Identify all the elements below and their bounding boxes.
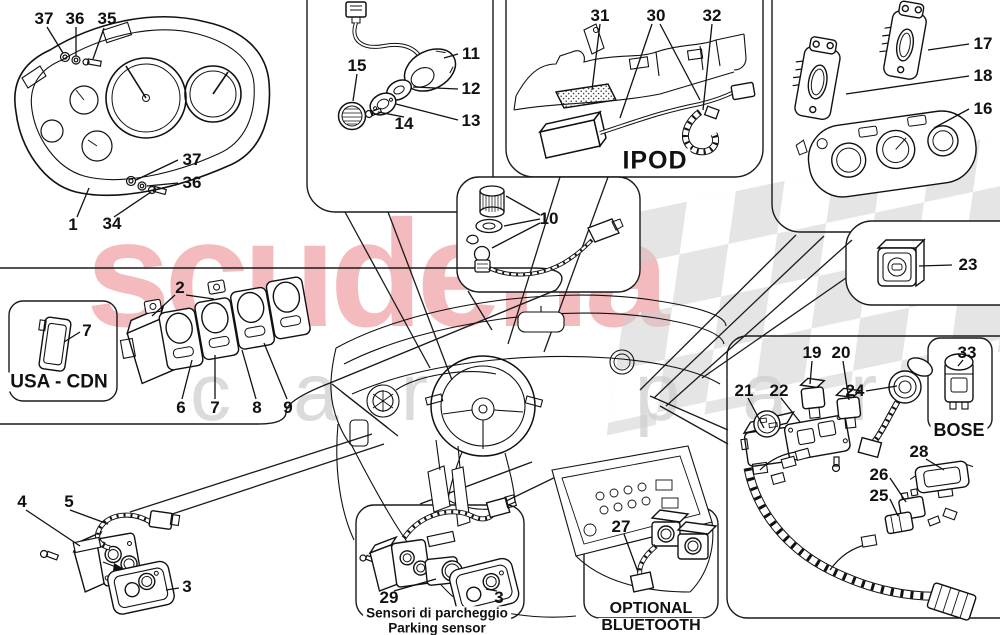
part-callout: 31	[590, 6, 610, 25]
part-callout: 35	[97, 9, 117, 28]
instrument-cluster-drawing	[14, 16, 271, 218]
part-callout: 1	[68, 215, 78, 234]
part-callout: 28	[909, 442, 929, 461]
parking-sensor-drawing	[359, 494, 520, 616]
part-callout: 8	[252, 398, 262, 417]
zone-borders	[0, 0, 1000, 620]
part-callout: 7	[210, 398, 220, 417]
part-callout: 15	[347, 56, 367, 75]
leader-lines	[129, 176, 853, 523]
part-callout: 24	[845, 381, 865, 400]
switch-23-drawing	[876, 238, 953, 288]
part-callout: 4	[17, 492, 27, 511]
part-callout: 25	[869, 486, 889, 505]
part-callout: 16	[973, 99, 993, 118]
part-callout: 29	[379, 588, 399, 607]
part-callout: 14	[394, 114, 414, 133]
part-callout: 6	[176, 398, 186, 417]
part-callout: 32	[702, 6, 722, 25]
part-callout: 12	[461, 79, 481, 98]
ipod-section-label: IPOD	[619, 148, 691, 174]
usa-cdn-section-label: USA - CDN	[7, 372, 111, 392]
footwell-switch-drawing	[25, 509, 181, 615]
part-callout: 11	[462, 44, 480, 63]
part-callout: 5	[64, 492, 74, 511]
climate-control-drawing	[792, 0, 977, 198]
part-callout: 30	[646, 6, 666, 25]
part-callout: 22	[769, 381, 789, 400]
part-callout: 37	[34, 9, 54, 28]
switch-panel-drawing	[119, 276, 311, 400]
bose-switch-drawing	[944, 353, 974, 410]
part-callout: 19	[802, 343, 822, 362]
part-callout: 27	[611, 517, 631, 536]
part-callout: 17	[973, 34, 993, 53]
part-callout: 10	[539, 209, 559, 228]
parking-sensor-label-en: Parking sensor	[385, 621, 489, 635]
part-callout: 18	[973, 66, 993, 85]
part-callout: 23	[958, 255, 978, 274]
part-callout: 36	[182, 173, 202, 192]
parking-sensor-label-it: Sensori di parcheggio	[363, 606, 511, 620]
console-parts-drawing	[740, 357, 977, 621]
optional-bluetooth-label-line1: OPTIONAL	[606, 601, 696, 617]
ignition-switch-drawing	[337, 1, 459, 131]
part-callout: 7	[82, 321, 92, 340]
part-callout: 26	[869, 465, 889, 484]
part-callout: 20	[831, 343, 851, 362]
part-callout: 2	[175, 278, 185, 297]
usa-cdn-switch-drawing	[38, 316, 81, 372]
part-callout: 36	[65, 9, 85, 28]
part-callout: 3	[494, 588, 504, 607]
part-callout: 37	[182, 150, 202, 169]
part-callout: 9	[283, 398, 293, 417]
part-callout: 21	[734, 381, 754, 400]
bulb-kit-drawing	[466, 185, 624, 277]
part-callout: 34	[102, 214, 122, 233]
part-callout: 13	[461, 111, 481, 130]
bose-section-label: BOSE	[930, 421, 988, 439]
ipod-kit-drawing	[513, 23, 756, 159]
optional-bluetooth-label-line2: BLUETOOTH	[598, 618, 704, 634]
bluetooth-module-drawing	[623, 509, 718, 593]
part-callout: 33	[957, 343, 977, 362]
part-callout: 3	[182, 577, 192, 596]
